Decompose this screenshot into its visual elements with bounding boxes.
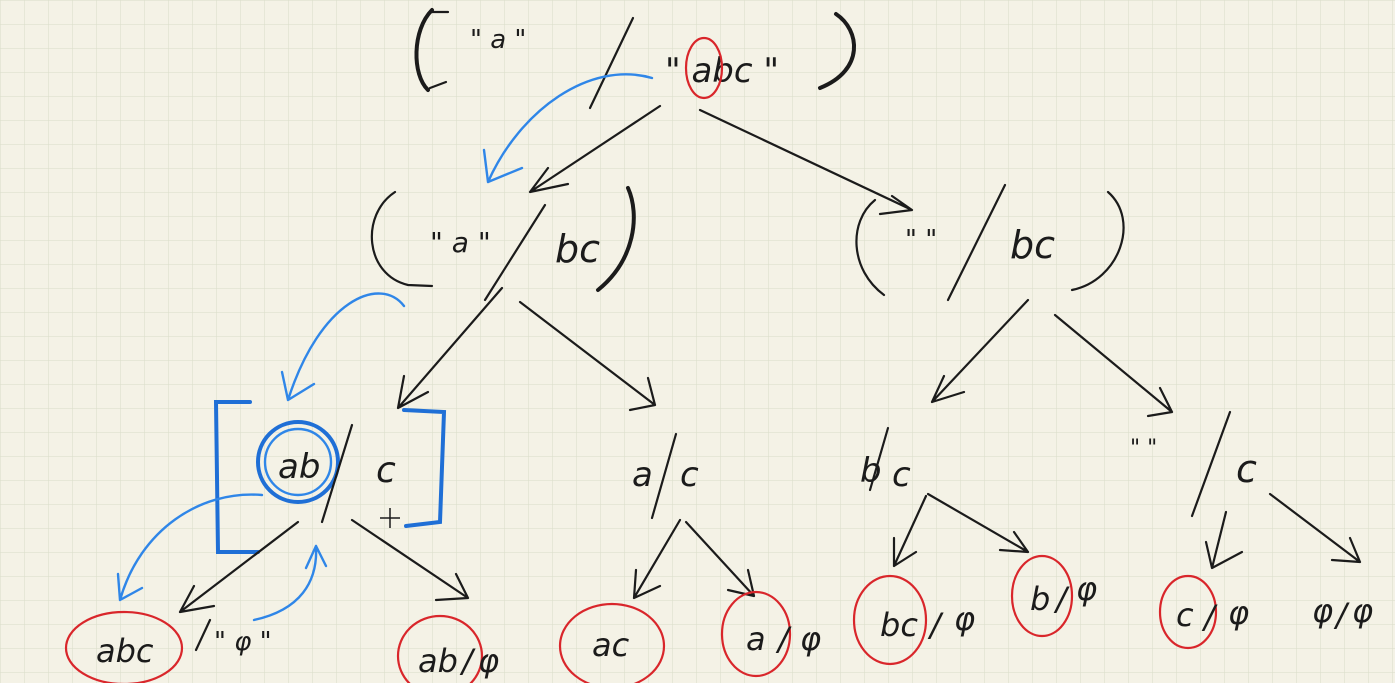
leaf-abc-label: abc (96, 632, 154, 670)
leaf-phi-quoted: " φ " (194, 618, 272, 657)
leaf-aphi-right: φ (800, 620, 821, 658)
node-level1-left: " a " bc (370, 186, 636, 302)
node-level1-right-label: " " (905, 225, 937, 255)
arrow-b-to-bphi (926, 492, 1030, 554)
leaf-cphi: c / φ (1158, 574, 1249, 650)
node-level2-b: b c (860, 426, 911, 495)
arrow-l1right-to-empty (1053, 313, 1174, 418)
leaf-aphi-sep: / (775, 620, 792, 658)
node-level2-b-right-label: c (892, 455, 911, 495)
node-level1-left-label: " a " (430, 226, 491, 259)
arrow-root-to-right (698, 108, 914, 216)
node-level2-a-right-label: c (680, 455, 699, 495)
arrow-empty-to-c (1204, 510, 1244, 570)
leaf-abphi-sep: / (459, 642, 476, 680)
leaf-abphi-label: ab (418, 642, 458, 680)
leaf-ac-label: ac (592, 626, 630, 664)
blue-return-arrow (252, 544, 328, 622)
leaf-aphi: a / φ (720, 590, 821, 678)
leaf-abphi: ab / φ (396, 614, 499, 683)
node-level2-b-label: b (860, 451, 882, 491)
leaf-bphi-right: φ (1076, 570, 1097, 608)
cursor-crosshair-icon (380, 508, 400, 528)
node-level1-right-right-label: bc (1010, 223, 1055, 267)
node-level2-a: a c (632, 432, 699, 520)
blue-backtrack-arrow-root (482, 73, 654, 184)
leaf-cphi-label: c (1176, 596, 1194, 634)
leaf-bphi-sep: / (1053, 580, 1070, 618)
leaf-aphi-label: a (746, 620, 766, 658)
leaf-phiphi-right: φ (1352, 592, 1373, 630)
node-level1-right: " " bc (855, 183, 1125, 302)
leaf-bphi-label: b (1030, 580, 1050, 618)
root-left-label: " a " (470, 25, 526, 55)
node-level2-ab: ab c (213, 400, 447, 554)
leaf-abc: abc (64, 610, 184, 683)
leaf-bphi: b / φ (1010, 554, 1097, 638)
leaf-bcphi-right: φ (954, 600, 975, 638)
node-level2-empty-label: " " (1130, 436, 1157, 461)
leaf-bcphi: bc / φ (852, 574, 975, 666)
node-level2-a-label: a (632, 455, 653, 495)
leaf-phi-quoted-label: " φ " (214, 627, 272, 657)
node-level1-left-right-label: bc (555, 227, 600, 271)
leaf-bcphi-sep: / (927, 606, 944, 644)
arrow-ab-to-abphi (350, 518, 470, 602)
node-level2-empty: " " c (1130, 410, 1257, 518)
arrow-ab-to-abc (178, 520, 300, 614)
arrow-a-to-ac (632, 518, 682, 600)
leaf-bcphi-label: bc (880, 606, 918, 644)
arrow-l1right-to-b (930, 298, 1030, 404)
node-level2-ab-right-label: c (376, 450, 396, 491)
node-level2-ab-label: ab (278, 447, 320, 487)
root-node: " a " " abc " (414, 8, 857, 110)
arrow-root-to-left (528, 104, 662, 194)
leaf-abphi-right: φ (478, 642, 499, 680)
arrow-l1left-to-a (518, 300, 657, 412)
leaf-ac: ac (558, 602, 666, 683)
blue-backtrack-arrow-l2 (116, 493, 264, 602)
arrow-b-to-bc (892, 494, 928, 568)
arrow-empty-to-phiphi (1268, 492, 1362, 564)
leaf-phiphi-sep: / (1333, 596, 1350, 634)
leaf-phiphi-label: φ (1312, 592, 1333, 630)
leaf-phiphi: φ / φ (1312, 592, 1373, 634)
blue-backtrack-arrow-l1 (280, 292, 406, 402)
node-level2-empty-right-label: c (1236, 447, 1257, 491)
root-highlight-circle (684, 36, 724, 100)
leaf-cphi-right: φ (1228, 594, 1249, 632)
leaf-cphi-sep: / (1201, 598, 1218, 636)
arrow-l1left-to-ab (396, 286, 504, 410)
